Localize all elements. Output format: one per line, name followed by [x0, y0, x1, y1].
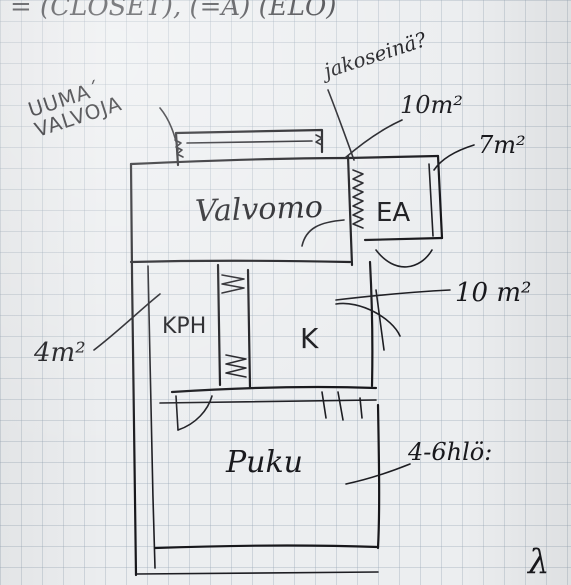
label-area-10m2-mid: 10 m² [455, 278, 532, 308]
partition-zigzag [352, 169, 364, 229]
label-room-kph: KPH [162, 314, 207, 339]
puku-wall-top-2 [159, 399, 377, 404]
leader-10m2-top [344, 119, 403, 159]
puku-door-left-arc [177, 395, 213, 431]
mid-wall-left [216, 263, 222, 387]
puku-door-left [175, 395, 179, 431]
window-bay-hatch-right [315, 134, 323, 146]
valvomo-wall-top [129, 156, 350, 166]
ea-wall-bottom [363, 236, 444, 242]
top-scribble-text: = (CLOSET), (=A) (ELO) [10, 0, 337, 22]
label-area-4m2: 4m² [34, 338, 86, 368]
partition-wall [346, 154, 354, 267]
leader-7m2 [433, 144, 475, 171]
ea-wall-right [436, 154, 444, 240]
ea-wall-right-inner [428, 163, 434, 237]
kph-zigzag-top [221, 274, 245, 294]
label-room-k: K [300, 322, 319, 355]
puku-wall-top [170, 385, 378, 394]
outer-wall-bottom [153, 544, 380, 550]
valvomo-wall-bottom [129, 259, 352, 264]
k-door-line [375, 289, 385, 351]
label-capacity: 4-6hlö: [408, 438, 493, 466]
label-area-7m2: 7m² [478, 131, 526, 159]
outer-wall-right-lower [376, 403, 381, 550]
label-area-10m2-top: 10m² [400, 91, 463, 119]
leader-10m2-mid [335, 289, 451, 301]
label-room-ea: EA [376, 198, 411, 228]
mid-wall-right [368, 260, 374, 388]
outer-wall-left-inner [147, 265, 156, 569]
kph-zigzag-bottom [225, 354, 247, 378]
leader-divider [327, 89, 355, 161]
mid-wall-left-2 [246, 268, 252, 390]
label-room-puku: Puku [226, 445, 304, 480]
leader-uuma [159, 107, 179, 151]
ea-wall-top [346, 154, 440, 160]
puku-door-right [321, 391, 363, 421]
corner-mark: λ [528, 542, 550, 582]
leader-capacity [345, 463, 411, 485]
valvomo-door-arc [301, 219, 345, 247]
window-bay-hatch-left [174, 139, 184, 158]
k-door-arc [335, 302, 401, 337]
window-bay-inner [186, 140, 313, 144]
outer-wall-bottom-outer [135, 571, 379, 575]
ea-door-arc [375, 249, 433, 268]
leader-4m2 [93, 293, 161, 351]
outer-wall-left [129, 162, 138, 577]
label-room-valvomo: Valvomo [194, 189, 324, 230]
